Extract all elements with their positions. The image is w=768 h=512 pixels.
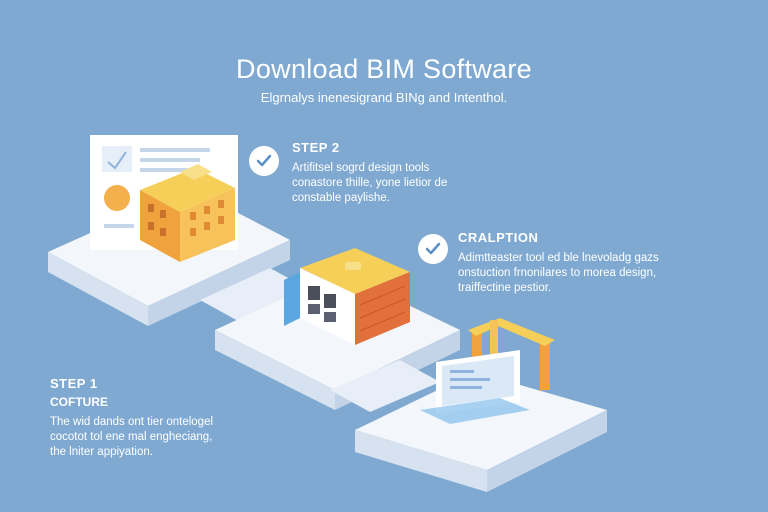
step-2-block: STEP 2 Artifitsel sogrd design tools con… xyxy=(292,140,512,206)
connector-1 xyxy=(200,268,310,322)
step-1-block: STEP 1 COFTURE The wid dands ont tier on… xyxy=(50,376,270,460)
monitor-icon xyxy=(420,350,530,424)
step-cralption-block: CRALPTION Adimtteaster tool ed ble lnevo… xyxy=(458,230,708,296)
connector-2 xyxy=(330,360,440,412)
check-icon xyxy=(249,146,279,176)
page-subtitle: Elgrnalys inenesigrand BINg and Intentho… xyxy=(260,90,508,105)
building-icon xyxy=(284,248,410,345)
step-label: STEP 1 xyxy=(50,376,98,391)
check-icon xyxy=(418,234,448,264)
platform-3 xyxy=(355,372,607,492)
step-heading: COFTURE xyxy=(50,395,108,409)
step-description: The wid dands ont tier ontelogel cocotot… xyxy=(50,416,214,458)
step-description: Artifitsel sogrd design tools conastore … xyxy=(292,162,448,204)
step-description: Adimtteaster tool ed ble lnevoladg gazs … xyxy=(458,252,659,294)
step-label: CRALPTION xyxy=(458,230,539,245)
building-icon xyxy=(140,164,235,262)
step-label: STEP 2 xyxy=(292,140,340,155)
page-title: Download BIM Software xyxy=(236,54,532,84)
